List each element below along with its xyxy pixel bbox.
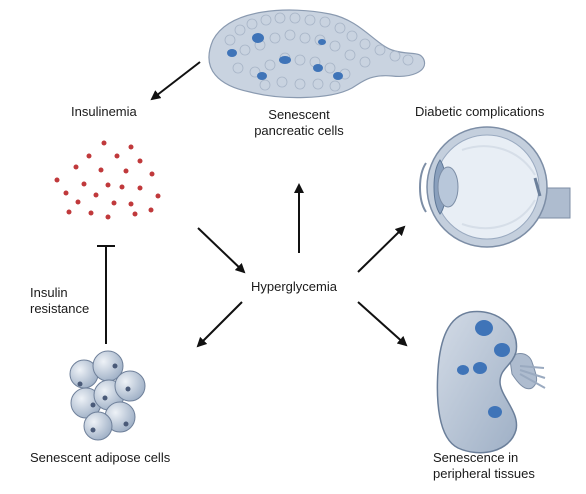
- label-senescence-peripheral-tissues: Senescence in peripheral tissues: [433, 450, 535, 482]
- label-senescent-pancreatic-cells: Senescent pancreatic cells: [244, 107, 354, 139]
- label-diabetic-complications: Diabetic complications: [415, 104, 545, 119]
- label-insulin-resistance: Insulin resistance: [30, 285, 89, 317]
- label-hyperglycemia: Hyperglycemia: [251, 279, 337, 294]
- arrow-hyperglycemia-to-insulinemia: [197, 227, 246, 274]
- label-senescent-pancreatic-line1: Senescent: [268, 107, 330, 122]
- label-insulin-resistance-line2: resistance: [30, 301, 90, 316]
- arrow-hyperglycemia-to-adipose: [196, 301, 243, 348]
- label-insulinemia: Insulinemia: [71, 104, 137, 119]
- label-senescent-pancreatic-line2: pancreatic cells: [254, 123, 344, 138]
- adipose-cell-cluster-illustration: [69, 350, 146, 441]
- arrow-pancreas-to-insulinemia: [150, 61, 201, 101]
- label-insulin-resistance-line1: Insulin: [30, 285, 68, 300]
- pancreas-illustration: [208, 9, 426, 99]
- arrow-hyperglycemia-to-peripheral: [357, 301, 408, 347]
- adipose-nuclei: [77, 363, 131, 433]
- eye-cross-section-illustration: [419, 126, 571, 248]
- kidney-illustration: [436, 310, 546, 454]
- arrow-hyperglycemia-to-diabetic-complications: [357, 225, 406, 273]
- label-senescence-peripheral-line2: peripheral tissues: [433, 466, 535, 481]
- insulin-dot-cloud: [54, 140, 161, 220]
- label-senescence-peripheral-line1: Senescence in: [433, 450, 519, 465]
- label-senescent-adipose-cells: Senescent adipose cells: [30, 450, 171, 465]
